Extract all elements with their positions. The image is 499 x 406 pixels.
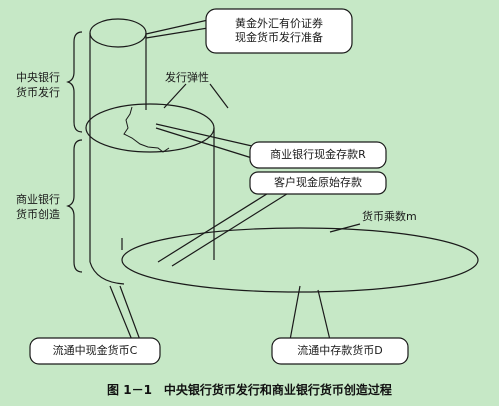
central-bank-line2: 货币发行 — [16, 86, 60, 99]
elasticity-leader-1 — [163, 83, 187, 109]
central-bank-brace — [66, 31, 83, 133]
commercial-bank-line2: 货币创造 — [16, 208, 60, 221]
wide-cylinder-top — [85, 103, 215, 153]
customer-deposit-box: 客户现金原始存款 — [274, 176, 362, 189]
gold-box: 黄金外汇有价证券 现金货币发行准备 — [206, 9, 352, 53]
tall-cylinder-base-arc — [89, 261, 125, 285]
commercial-bank-brace — [66, 139, 83, 273]
commercial-deposit-frame — [249, 141, 387, 169]
customer-deposit-frame — [249, 171, 387, 195]
deposit-money-ellipse — [121, 227, 479, 293]
central-bank-label: 中央银行 货币发行 — [12, 70, 64, 100]
commercial-bank-line1: 商业银行 — [16, 193, 60, 206]
gold-box-line1: 黄金外汇有价证券 — [235, 17, 323, 30]
gold-box-frame — [205, 8, 353, 54]
issuance-elasticity-label: 发行弹性 — [165, 71, 209, 84]
currency-c-pointer — [109, 285, 141, 341]
deposit-d-pointer — [289, 285, 331, 341]
crack-line — [123, 106, 170, 153]
central-bank-line1: 中央银行 — [16, 71, 60, 84]
commercial-bank-label: 商业银行 货币创造 — [12, 192, 64, 222]
elasticity-leader-2 — [209, 83, 229, 109]
multiplier-label: 货币乘数m — [362, 210, 417, 223]
deposit-d-box: 流通中存款货币D — [297, 344, 383, 357]
deposit-d-frame — [271, 337, 409, 365]
tall-cylinder-top — [89, 18, 147, 48]
currency-c-box: 流通中现金货币C — [52, 344, 138, 357]
currency-c-frame — [29, 337, 161, 365]
commercial-deposit-box: 商业银行现金存款R — [270, 148, 366, 161]
gold-box-pointer — [145, 19, 209, 39]
gold-box-line2: 现金货币发行准备 — [235, 31, 323, 44]
multiplier-leader — [329, 223, 361, 233]
figure-caption: 图 1－1 中央银行货币发行和商业银行货币创造过程 — [107, 383, 392, 397]
